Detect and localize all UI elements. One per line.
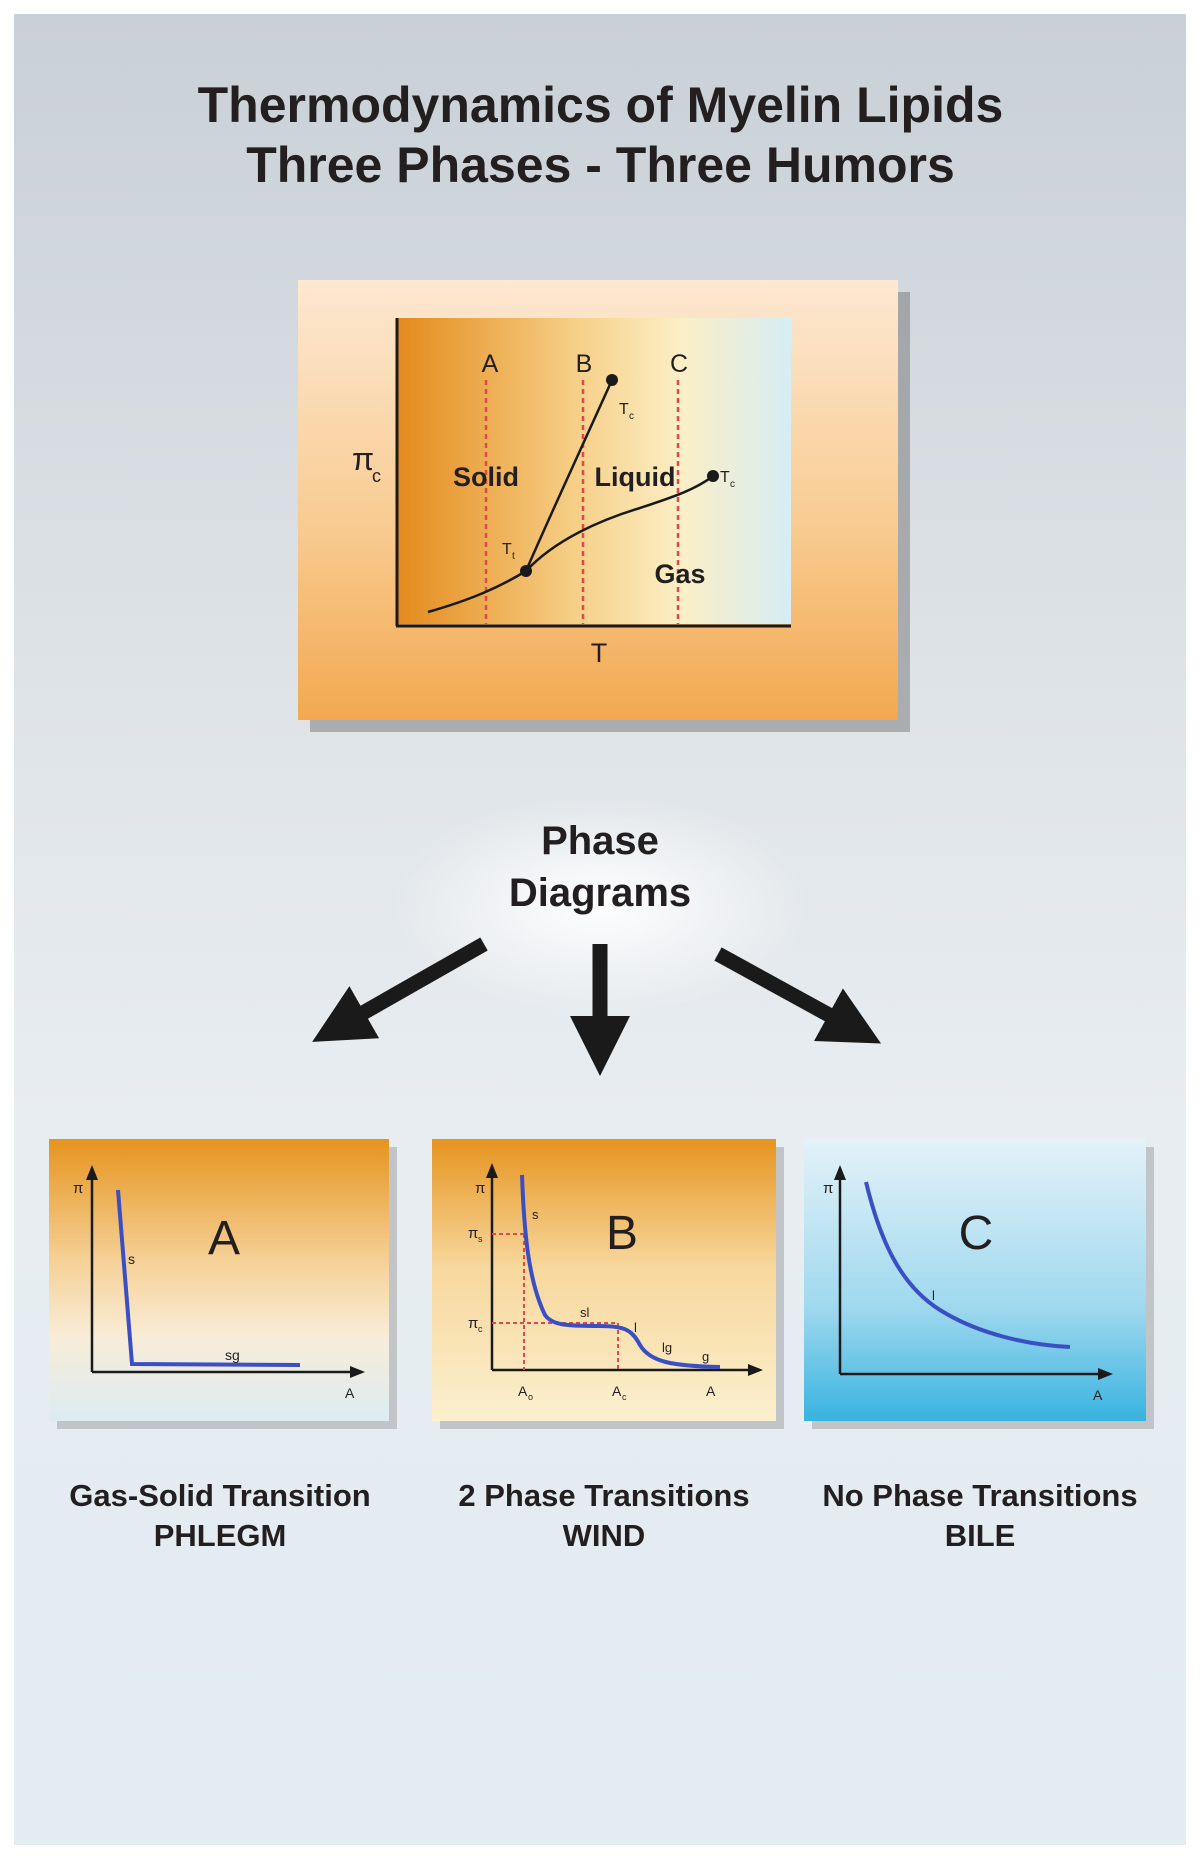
region-solid: Solid (453, 462, 519, 492)
region-liquid: Liquid (595, 462, 676, 492)
critical-point-2-sub: c (730, 479, 735, 490)
critical-point-1-sub: c (629, 411, 634, 422)
panel-a-caption-line-1: Gas-Solid Transition (69, 1478, 371, 1513)
panel-a-y-label: π (73, 1180, 83, 1197)
panel-b-a-o-sub: o (528, 1392, 533, 1402)
panel-a: π A s sg A (49, 1139, 397, 1429)
panel-b-label-l: l (634, 1320, 637, 1335)
panel-c-y-label: π (823, 1180, 833, 1197)
main-plot-area (397, 318, 791, 624)
arrow-to-panel-a (312, 937, 488, 1042)
sublimation-curve (427, 569, 527, 614)
panel-a-x-label: A (345, 1385, 355, 1401)
panel-a-label-s: s (128, 1251, 135, 1267)
line-label-c: C (670, 350, 688, 378)
panel-c: π A l C (804, 1139, 1154, 1429)
arrow-to-panel-c (714, 947, 882, 1044)
main-y-axis-sub: c (372, 466, 381, 486)
panel-b-pi-s-label: π (468, 1225, 478, 1242)
panel-a-caption-line-2: PHLEGM (153, 1518, 287, 1553)
hub-label: Phase Diagrams (400, 815, 800, 919)
panel-b-letter: B (606, 1207, 638, 1260)
main-x-axis-label: T (591, 638, 608, 668)
panel-c-x-label: A (1093, 1387, 1103, 1403)
vaporization-curve (525, 475, 714, 572)
panel-b-label-g: g (702, 1349, 709, 1364)
panel-b-y-label: π (475, 1180, 485, 1197)
panel-a-curve (116, 1189, 301, 1367)
panel-b-pi-s-sub: s (478, 1234, 483, 1244)
title-line-2: Three Phases - Three Humors (246, 137, 955, 193)
panel-b-pi-c-label: π (468, 1315, 478, 1332)
panel-b-label-sl: sl (580, 1305, 590, 1320)
hub-label-line-2: Diagrams (508, 871, 692, 915)
panel-b-caption-line-2: WIND (562, 1518, 646, 1553)
panel-c-letter: C (959, 1207, 994, 1260)
triple-point-sub: t (512, 551, 515, 562)
region-gas: Gas (654, 559, 705, 589)
panel-c-label-l: l (932, 1288, 935, 1303)
panel-b-caption-line-1: 2 Phase Transitions (458, 1478, 750, 1513)
panel-c-curve (864, 1181, 1071, 1349)
panel-b-a-o-label: A (518, 1383, 528, 1399)
critical-point-dot-2 (707, 470, 719, 482)
triple-point-label: T (502, 541, 512, 558)
line-label-b: B (576, 350, 593, 378)
panel-b: π A s sl l lg g π s π c A o A c B (432, 1139, 784, 1429)
panel-b-label-lg: lg (662, 1340, 672, 1355)
title-line-1: Thermodynamics of Myelin Lipids (197, 77, 1004, 133)
hub-label-line-1: Phase (541, 819, 659, 863)
hub-glow (390, 795, 810, 1015)
triple-point-dot (520, 565, 532, 577)
critical-point-dot-1 (606, 374, 618, 386)
panel-a-background (49, 1139, 389, 1421)
panel-a-letter: A (208, 1212, 240, 1265)
panel-b-label-s: s (532, 1207, 539, 1222)
melting-curve (524, 379, 614, 572)
panel-a-caption: Gas-Solid Transition PHLEGM (30, 1476, 410, 1556)
line-label-a: A (482, 350, 499, 378)
panel-b-caption: 2 Phase Transitions WIND (414, 1476, 794, 1556)
panel-a-label-sg: sg (225, 1347, 240, 1363)
critical-point-2-label: T (720, 469, 730, 486)
panel-b-x-label: A (706, 1383, 716, 1399)
main-y-axis-label: π (352, 441, 374, 477)
critical-point-1-label: T (619, 401, 629, 418)
panel-b-a-c-label: A (612, 1383, 622, 1399)
panel-b-pi-c-sub: c (478, 1324, 483, 1334)
main-phase-diagram: A B C Solid Liquid Gas π c T T t T c T c (298, 280, 910, 732)
panel-b-background (432, 1139, 776, 1421)
panel-c-caption-line-2: BILE (944, 1518, 1016, 1553)
panel-c-caption: No Phase Transitions BILE (790, 1476, 1170, 1556)
panel-c-caption-line-1: No Phase Transitions (822, 1478, 1138, 1513)
panel-b-curve (520, 1174, 721, 1369)
panel-b-a-c-sub: c (622, 1392, 627, 1402)
panel-c-background (804, 1139, 1146, 1421)
